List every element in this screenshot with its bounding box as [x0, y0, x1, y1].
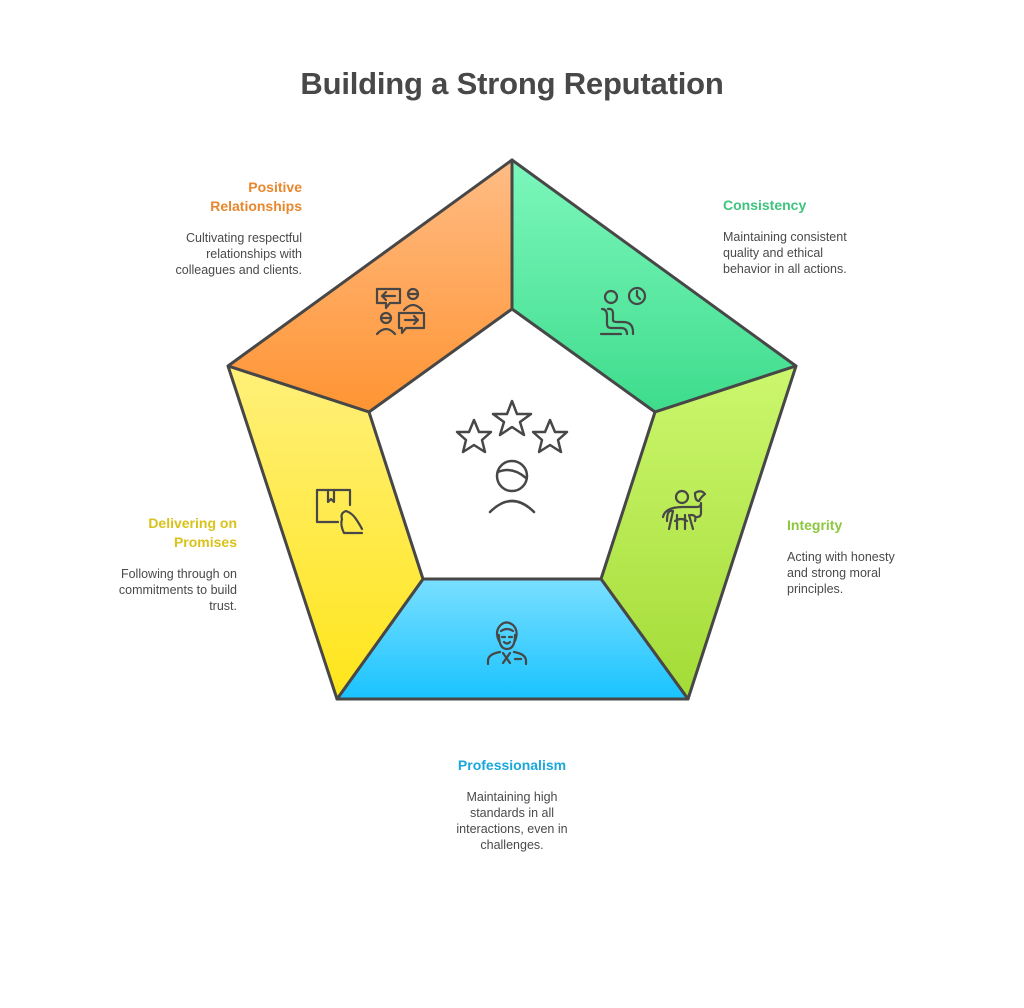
title-line: Relationships	[210, 198, 302, 214]
label-delivering-on-promises: Delivering on Promises Following through…	[37, 514, 237, 614]
businessman-icon	[486, 621, 528, 666]
description-line: Maintaining consistent	[723, 230, 847, 244]
label-title: Integrity	[787, 516, 987, 535]
label-title: Positive Relationships	[102, 178, 302, 216]
description-line: Following through on	[120, 567, 237, 581]
label-professionalism: Professionalism Maintaining high standar…	[412, 756, 612, 853]
title-line: Delivering on	[148, 515, 237, 531]
segment-delivering-on-promises	[226, 364, 425, 701]
label-integrity: Integrity Acting with honesty and strong…	[787, 516, 987, 597]
label-description: Following through on commitments to buil…	[37, 566, 237, 614]
description-line: trust.	[209, 599, 237, 613]
label-positive-relationships: Positive Relationships Cultivating respe…	[102, 178, 302, 278]
star-icon-middle	[491, 399, 533, 437]
description-line: and strong moral	[787, 566, 881, 580]
title-line: Promises	[173, 534, 237, 550]
description-line: principles.	[787, 582, 844, 596]
description-line: behavior in all actions.	[723, 262, 847, 276]
description-line: Cultivating respectful	[185, 231, 302, 245]
person-shoulders	[488, 499, 536, 514]
title-line: Professionalism	[457, 757, 567, 773]
description-line: interactions, even in	[456, 822, 568, 836]
label-description: Maintaining consistent quality and ethic…	[723, 229, 923, 277]
package-hand-icon	[315, 488, 364, 535]
title-line: Positive	[248, 179, 302, 195]
description-line: relationships with	[206, 247, 302, 261]
label-description: Maintaining high standards in all intera…	[412, 789, 612, 853]
label-title: Consistency	[723, 196, 923, 215]
title-line: Integrity	[787, 517, 843, 533]
description-line: commitments to build	[118, 583, 237, 597]
description-line: colleagues and clients.	[175, 263, 302, 277]
description-line: Acting with honesty	[787, 550, 895, 564]
description-line: challenges.	[480, 838, 544, 852]
label-consistency: Consistency Maintaining consistent quali…	[723, 196, 923, 277]
description-line: Maintaining high	[466, 790, 558, 804]
star-icon-left	[455, 418, 493, 454]
person-head-icon	[495, 459, 529, 493]
seated-person-clock-icon	[599, 286, 647, 336]
title-line: Consistency	[723, 197, 807, 213]
star-icon-right	[531, 418, 569, 454]
label-description: Cultivating respectful relationships wit…	[102, 230, 302, 278]
conversation-people-icon	[375, 287, 426, 336]
label-description: Acting with honesty and strong moral pri…	[787, 549, 987, 597]
person-head-curve	[496, 468, 528, 480]
description-line: standards in all	[469, 806, 555, 820]
label-title: Professionalism	[412, 756, 612, 775]
person-helping-icon	[661, 489, 707, 531]
description-line: quality and ethical	[723, 246, 824, 260]
page-title: Building a Strong Reputation	[300, 66, 724, 101]
star-rating-person-icon	[455, 399, 569, 514]
label-title: Delivering on Promises	[37, 514, 237, 552]
